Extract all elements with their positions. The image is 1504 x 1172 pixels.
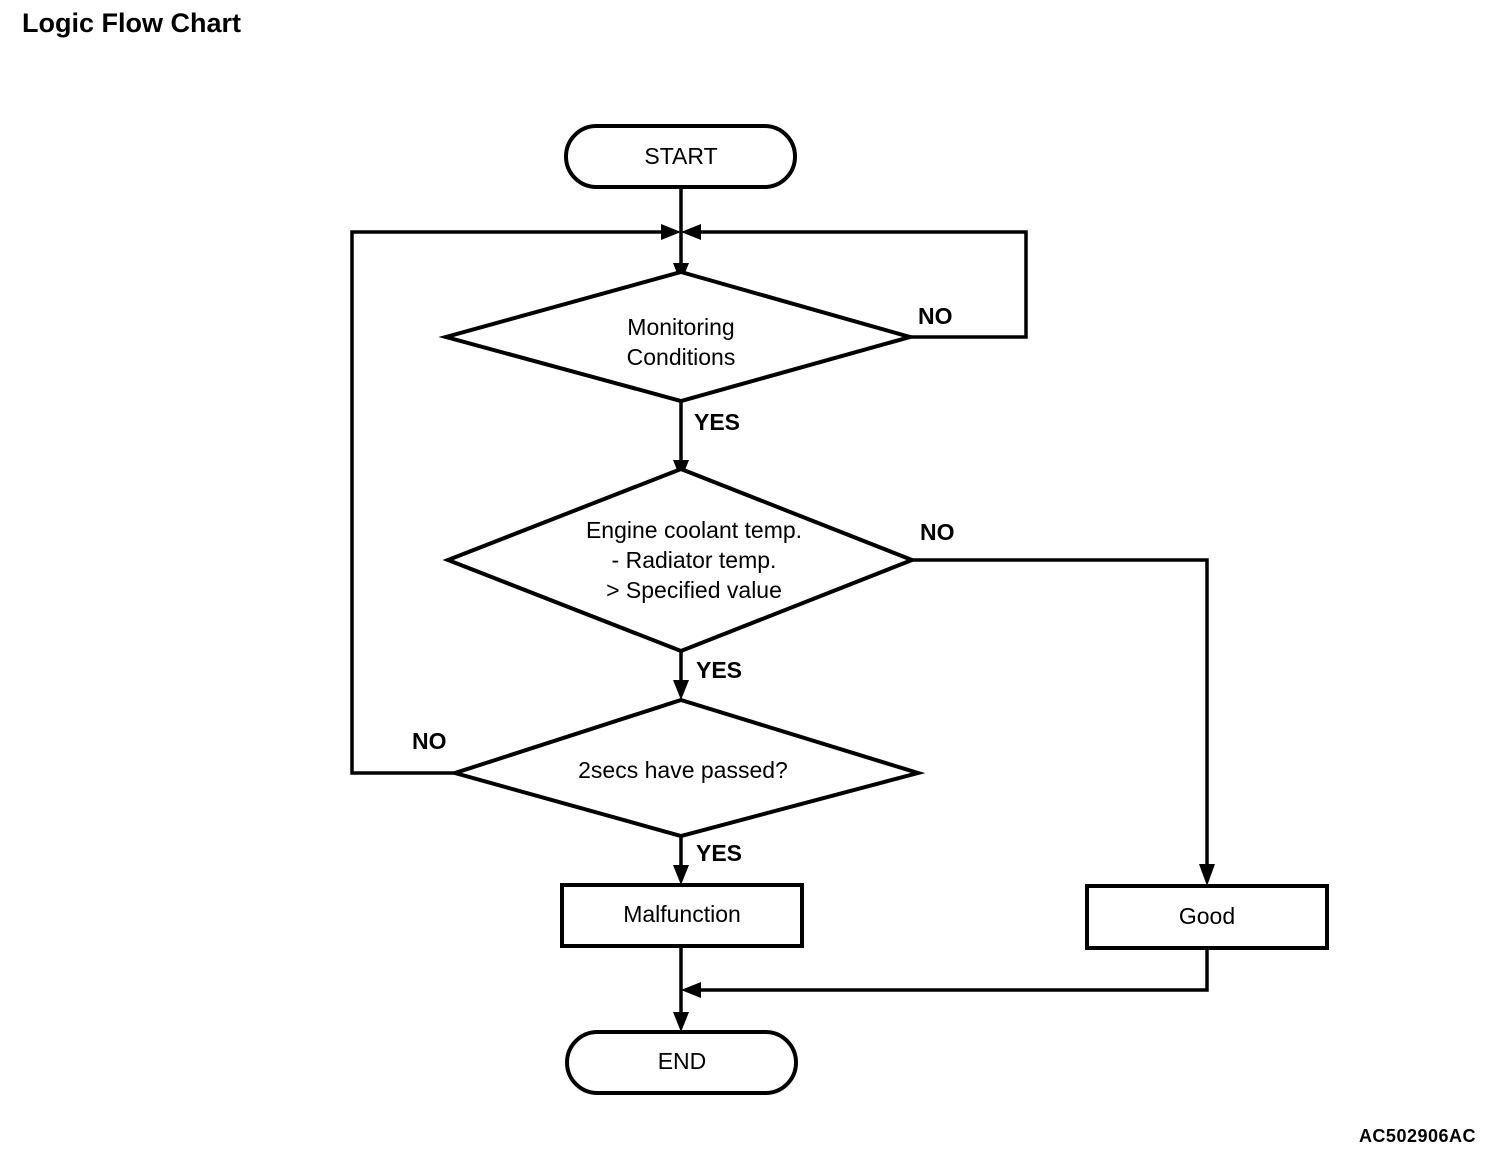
branch-label-yes-1: YES [694,409,740,435]
arrowhead-good-merge-left [681,982,701,998]
branch-label-no-1: NO [918,303,953,329]
branch-label-no-3: NO [412,728,447,754]
arrowhead-into-good [1199,864,1215,886]
arrowhead-into-malfunction [673,865,689,885]
node-decision3-label-line1: 2secs have passed? [578,757,788,783]
arrowhead-loopback-left-into-junction [661,224,681,240]
node-decision-monitoring-conditions[interactable] [438,269,918,404]
figure-code: AC502906AC [1358,1126,1476,1146]
node-end[interactable] [565,1030,798,1095]
edge-decision2-no-to-good [912,558,1209,880]
page-title: Logic Flow Chart [22,8,241,38]
node-good[interactable] [1085,884,1329,950]
branch-label-yes-3: YES [696,840,742,866]
arrowhead-loopback-right-into-junction [681,224,701,240]
node-decision2-label-line2: - Radiator temp. [612,547,777,573]
branch-label-yes-2: YES [696,657,742,683]
node-decision2-label-line1: Engine coolant temp. [586,517,802,543]
node-malfunction[interactable] [560,883,804,948]
node-decision2-label-line3: > Specified value [606,577,782,603]
node-decision1-label-line1: Monitoring [627,314,734,340]
edge-good-to-end-merge [694,948,1209,992]
arrowhead-into-decision3 [673,680,689,700]
branch-label-no-2: NO [920,519,955,545]
node-good-label: Good [1179,903,1235,929]
node-malfunction-label: Malfunction [623,901,741,927]
node-end-label: END [658,1048,707,1074]
node-start-label: START [644,143,717,169]
node-decision1-label-line2: Conditions [627,344,736,370]
edge-decision3-no-loopback [350,230,664,775]
node-decision-2secs-passed[interactable] [448,697,926,839]
node-decision-coolant-temp[interactable] [442,466,918,654]
node-start[interactable] [564,124,797,189]
arrowhead-into-end [673,1012,689,1032]
edge-decision1-no-loopback [698,230,1028,339]
